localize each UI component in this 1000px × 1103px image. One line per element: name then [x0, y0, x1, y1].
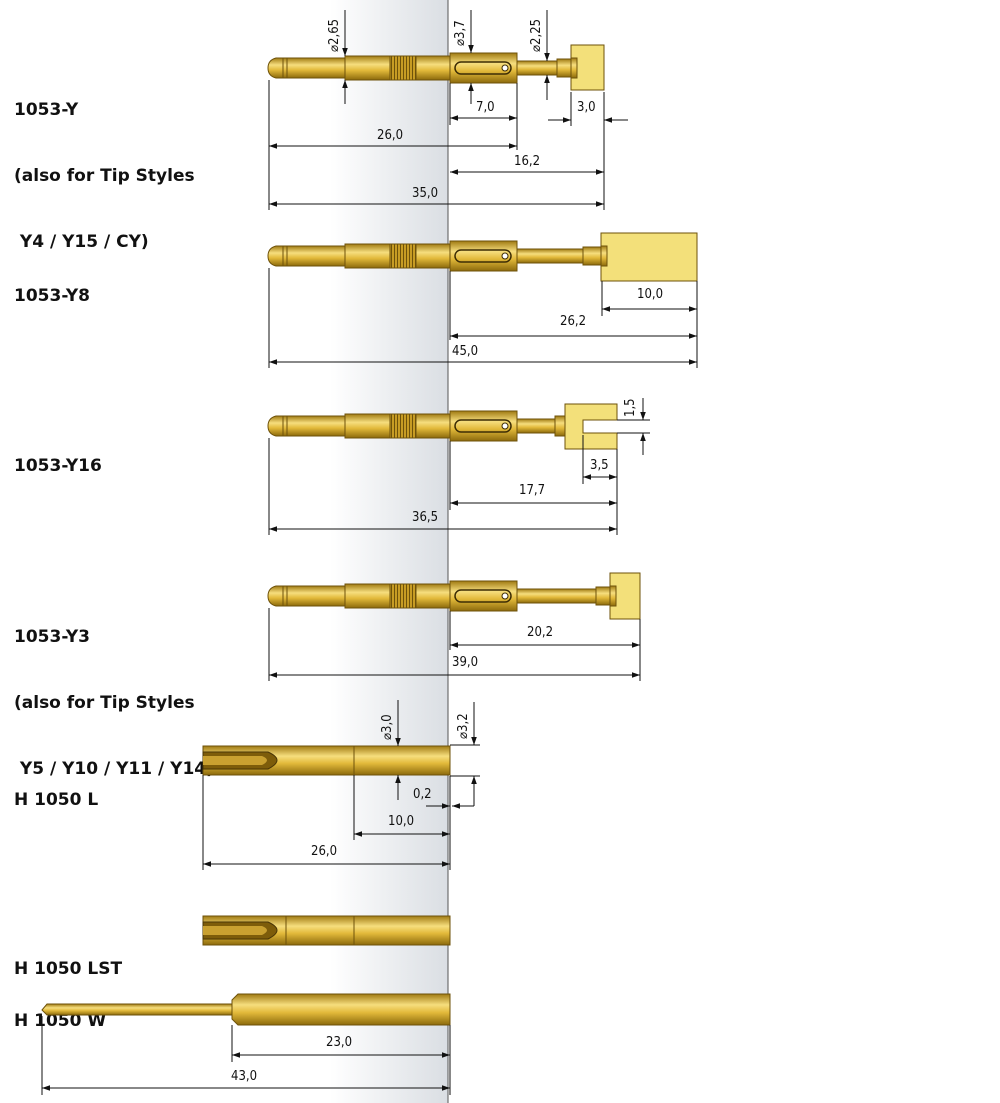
dim-y3-202: 20,2: [527, 625, 553, 640]
receptacle-h1050-lst: [202, 915, 451, 946]
receptacle-h1050-l: [202, 745, 451, 776]
dim-y8-450: 45,0: [452, 344, 478, 359]
dim-y16-15: 1,5: [623, 398, 638, 417]
dim-y8-262: 26,2: [560, 314, 586, 329]
dimensions-h1050-l: [202, 700, 480, 870]
dimensions-1053-y: [268, 10, 628, 210]
dim-l-02: 0,2: [413, 787, 432, 802]
dim-y-162: 16,2: [514, 154, 540, 169]
dim-y16-177: 17,7: [519, 483, 545, 498]
probe-1053-y8: [267, 232, 698, 282]
dimensions-1053-y8: [268, 268, 698, 368]
dim-l-260: 26,0: [311, 844, 337, 859]
dim-y-d265: ⌀2,65: [327, 19, 342, 52]
probe-1053-y: [267, 44, 605, 91]
dimensions-1053-y16: [268, 398, 650, 535]
dim-l-d32: ⌀3,2: [456, 713, 471, 739]
dim-l-100: 10,0: [388, 814, 414, 829]
part-label-1053-y: 1053-Y (also for Tip Styles Y4 / Y15 / C…: [14, 100, 195, 252]
dim-y-70: 7,0: [476, 100, 495, 115]
dim-w-430: 43,0: [231, 1069, 257, 1084]
dim-y-260: 26,0: [377, 128, 403, 143]
receptacle-h1050-w: [41, 993, 451, 1026]
part-label-h1050-w: H 1050 W: [14, 1011, 107, 1031]
dim-y-30: 3,0: [577, 100, 596, 115]
dim-l-d30: ⌀3,0: [380, 714, 395, 740]
part-label-h1050-lst: H 1050 LST: [14, 959, 123, 979]
dimensions-1053-y3: [268, 608, 641, 681]
part-label-h1050-l: H 1050 L: [14, 790, 99, 810]
dim-y16-365: 36,5: [412, 510, 438, 525]
part-label-1053-y3: 1053-Y3 (also for Tip Styles Y5 / Y10 / …: [14, 627, 214, 779]
dimensions-h1050-w: [41, 1016, 451, 1095]
dim-y3-390: 39,0: [452, 655, 478, 670]
dim-y8-100: 10,0: [637, 287, 663, 302]
part-label-1053-y8: 1053-Y8: [14, 286, 91, 306]
dim-y16-35: 3,5: [590, 458, 609, 473]
dim-w-230: 23,0: [326, 1035, 352, 1050]
probe-1053-y16: [267, 403, 618, 450]
probe-1053-y3: [267, 572, 641, 620]
dim-y-d225: ⌀2,25: [529, 19, 544, 52]
dim-y-d37: ⌀3,7: [453, 20, 468, 46]
part-label-1053-y16: 1053-Y16: [14, 456, 102, 476]
dim-y-350: 35,0: [412, 186, 438, 201]
